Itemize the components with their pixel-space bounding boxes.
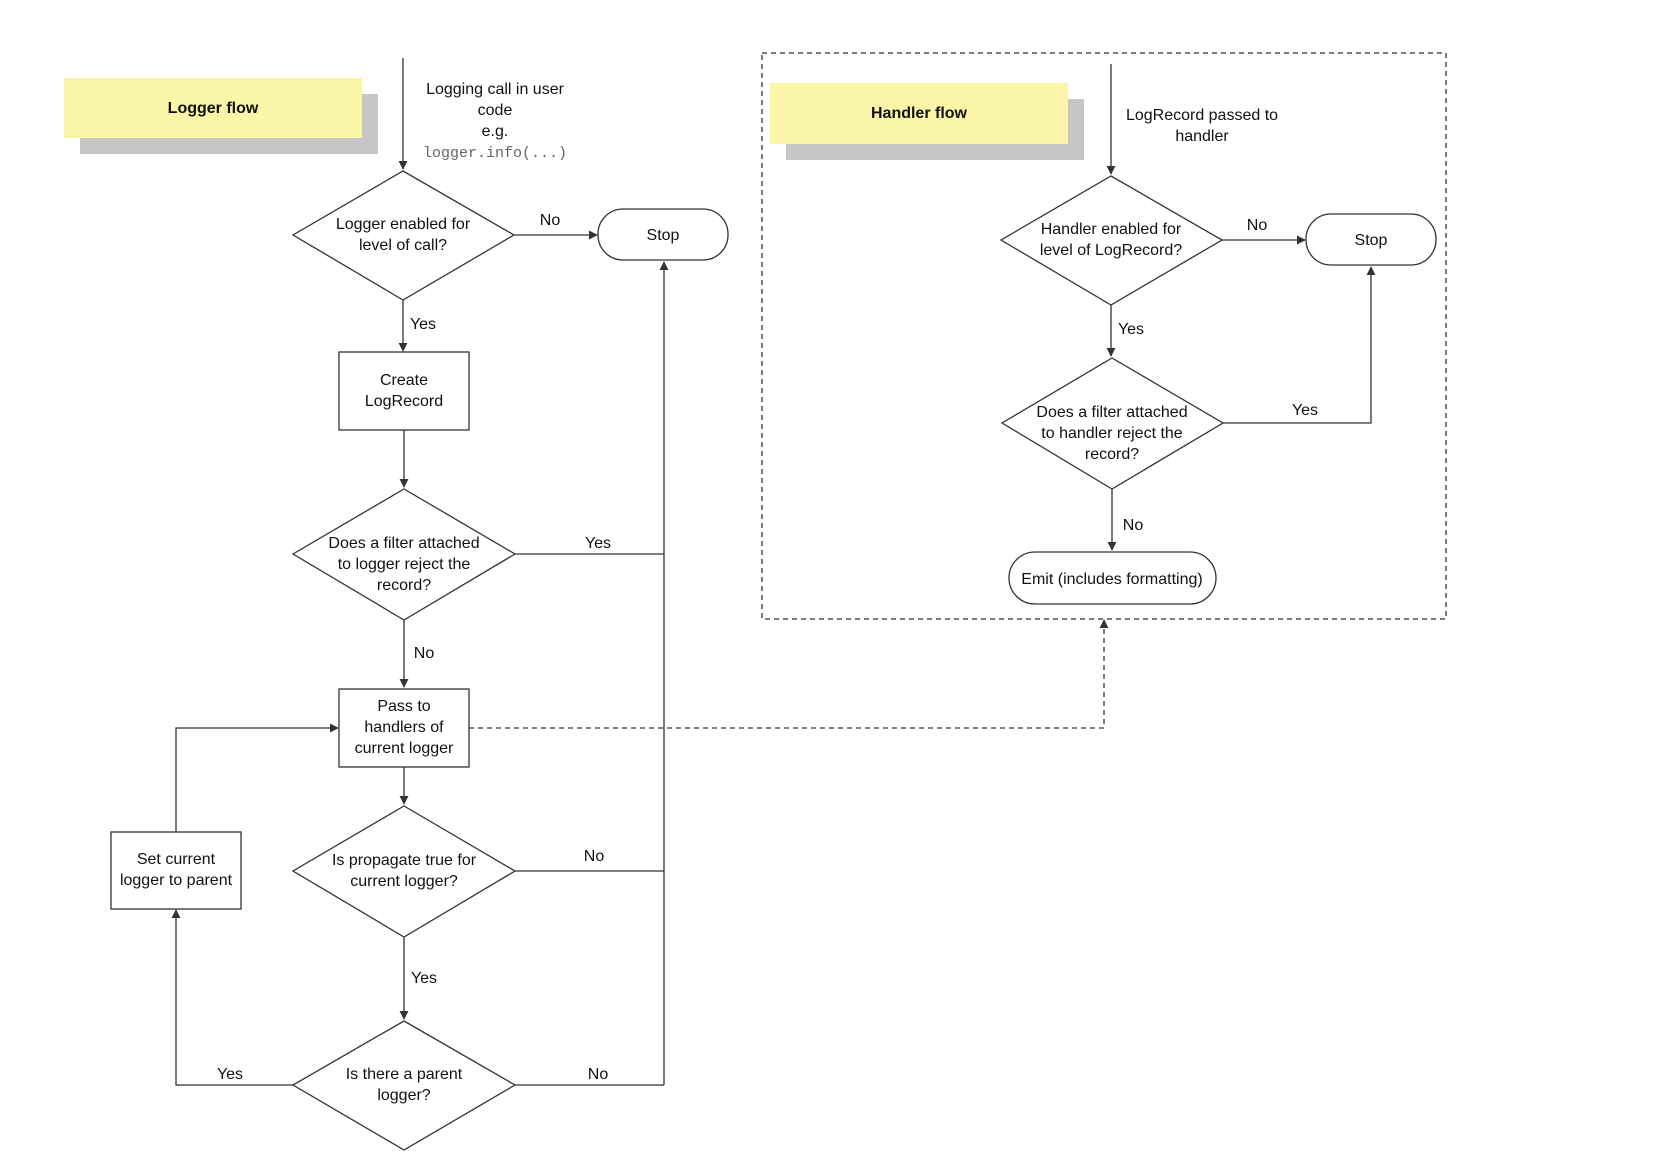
logger-start-code: logger.info(...) bbox=[423, 145, 567, 162]
handler-filter-no-label: No bbox=[1123, 517, 1144, 534]
handler-flow: Handler flow LogRecord passed to handler… bbox=[761, 52, 1447, 620]
emit-terminal: Emit (includes formatting) bbox=[1008, 551, 1217, 605]
pass-to-handlers-text-line2: handlers of bbox=[364, 719, 444, 736]
propagate-text-line1: Is propagate true for bbox=[332, 852, 477, 869]
handler-filter-yes-edge bbox=[1223, 266, 1376, 424]
propagate-decision: Is propagate true for current logger? bbox=[291, 805, 517, 938]
handler-enabled-yes-label: Yes bbox=[1118, 321, 1144, 338]
emit-text: Emit (includes formatting) bbox=[1021, 571, 1202, 588]
logger-filter-text-line2: to logger reject the bbox=[338, 556, 471, 573]
logger-filter-yes-label: Yes bbox=[585, 535, 611, 552]
handler-filter-yes-label: Yes bbox=[1292, 402, 1318, 419]
handler-filter-text-line1: Does a filter attached bbox=[1036, 404, 1187, 421]
logger-enabled-text-line1: Logger enabled for bbox=[336, 216, 471, 233]
handler-start-label-line2: handler bbox=[1175, 128, 1229, 145]
handler-filter-text-line2: to handler reject the bbox=[1041, 425, 1183, 442]
handler-stop-text: Stop bbox=[1355, 232, 1388, 249]
pass-to-handler-flow-link bbox=[469, 619, 1109, 729]
parent-decision: Is there a parent logger? bbox=[291, 1020, 517, 1151]
parent-yes-edge bbox=[171, 909, 293, 1086]
logger-enabled-text-line2: level of call? bbox=[359, 237, 447, 254]
propagate-text-line2: current logger? bbox=[350, 873, 458, 890]
logger-enabled-no-label: No bbox=[540, 212, 561, 229]
set-parent-box: Set current logger to parent bbox=[110, 831, 242, 910]
logger-stop-terminal: Stop bbox=[597, 208, 729, 261]
parent-text-line1: Is there a parent bbox=[346, 1066, 463, 1083]
create-logrecord-box: Create LogRecord bbox=[338, 351, 470, 431]
pass-to-handlers-text-line1: Pass to bbox=[377, 698, 430, 715]
handler-enabled-text-line2: level of LogRecord? bbox=[1040, 242, 1182, 259]
parent-yes-label: Yes bbox=[217, 1066, 243, 1083]
propagate-no-label: No bbox=[584, 848, 605, 865]
create-logrecord-text-line2: LogRecord bbox=[365, 393, 443, 410]
logger-flow-title: Logger flow bbox=[168, 100, 259, 117]
set-parent-text-line1: Set current bbox=[137, 851, 216, 868]
propagate-yes-label: Yes bbox=[411, 970, 437, 987]
logger-filter-decision: Does a filter attached to logger reject … bbox=[291, 488, 517, 621]
handler-enabled-text-line1: Handler enabled for bbox=[1041, 221, 1182, 238]
logger-enabled-decision: Logger enabled for level of call? bbox=[291, 170, 516, 301]
set-parent-to-pass-edge bbox=[175, 723, 339, 832]
logger-stop-text: Stop bbox=[647, 227, 680, 244]
handler-enabled-no-label: No bbox=[1247, 217, 1268, 234]
handler-flow-title: Handler flow bbox=[871, 105, 968, 122]
logger-filter-no-label: No bbox=[414, 645, 435, 662]
handler-enabled-decision: Handler enabled for level of LogRecord? bbox=[999, 175, 1224, 306]
parent-no-label: No bbox=[588, 1066, 609, 1083]
set-parent-text-line2: logger to parent bbox=[120, 872, 233, 889]
logger-flow-title-note: Logger flow bbox=[64, 78, 378, 154]
handler-stop-terminal: Stop bbox=[1305, 213, 1437, 266]
logger-flow: Logger flow Logging call in user code e.… bbox=[64, 58, 1109, 1151]
parent-text-line2: logger? bbox=[377, 1087, 430, 1104]
logger-start-label-line1: Logging call in user bbox=[426, 81, 565, 98]
handler-flow-title-note: Handler flow bbox=[770, 83, 1084, 160]
logger-enabled-yes-label: Yes bbox=[410, 316, 436, 333]
create-logrecord-text-line1: Create bbox=[380, 372, 428, 389]
logger-start-label-line2: code bbox=[478, 102, 513, 119]
logger-filter-text-line1: Does a filter attached bbox=[328, 535, 479, 552]
handler-filter-text-line3: record? bbox=[1085, 446, 1139, 463]
handler-flow-container bbox=[761, 52, 1447, 620]
handler-filter-decision: Does a filter attached to handler reject… bbox=[1000, 357, 1225, 490]
logger-start-label-line3: e.g. bbox=[482, 123, 509, 140]
logger-filter-text-line3: record? bbox=[377, 577, 431, 594]
pass-to-handlers-box: Pass to handlers of current logger bbox=[338, 688, 470, 768]
pass-to-handlers-text-line3: current logger bbox=[355, 740, 454, 757]
handler-start-label-line1: LogRecord passed to bbox=[1126, 107, 1278, 124]
